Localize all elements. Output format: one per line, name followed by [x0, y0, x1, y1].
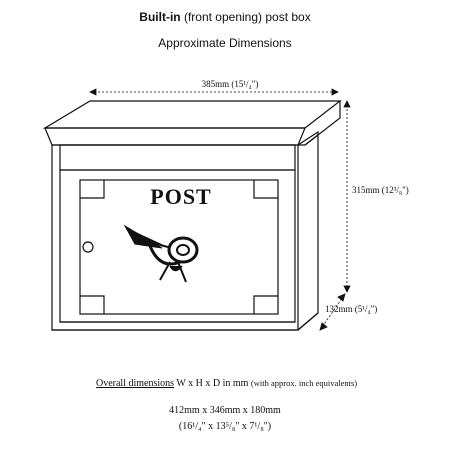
- width-label: 385mm (15¹/₄"): [202, 79, 259, 89]
- box-base: [52, 312, 319, 331]
- post-label: POST: [150, 184, 211, 209]
- door-inner: [79, 179, 279, 315]
- box-side: [297, 130, 319, 331]
- metric-size: 412mm x 346mm x 180mm: [169, 405, 281, 416]
- height-label: 315mm (12³/₈"): [352, 185, 409, 195]
- overall-dimensions-line: Overall dimensions W x H x D in mm (with…: [96, 378, 357, 389]
- heading-block: Built-in (front opening) post box Approx…: [0, 10, 450, 50]
- box-body: [51, 144, 299, 331]
- roof-side: [298, 101, 341, 146]
- height-dimension: [343, 100, 351, 293]
- roof-front: [44, 127, 306, 146]
- overall-note: (with approx. inch equivalents): [250, 378, 358, 388]
- title-rest: (front opening) post box: [180, 10, 311, 24]
- roof-top: [42, 100, 342, 129]
- imperial-size: (16¹/₄" x 13⁵/₈" x 7¹/₈"): [178, 421, 272, 432]
- width-dimension: [89, 88, 339, 96]
- letter-slot: [59, 144, 296, 171]
- title-bold: Built-in: [139, 10, 181, 24]
- overall-label: Overall dimensions: [96, 378, 175, 389]
- depth-label: 132mm (5¹/₄"): [325, 304, 377, 314]
- post-horn-icon: [123, 224, 199, 283]
- depth-dimension: [319, 293, 346, 331]
- page-subtitle: Approximate Dimensions: [158, 36, 292, 50]
- page-title: Built-in (front opening) post box: [0, 10, 450, 24]
- overall-mid: W x H x D in mm: [174, 378, 251, 389]
- overall-sizes: 412mm x 346mm x 180mm (16¹/₄" x 13⁵/₈" x…: [0, 405, 450, 437]
- door-knob: [82, 241, 94, 253]
